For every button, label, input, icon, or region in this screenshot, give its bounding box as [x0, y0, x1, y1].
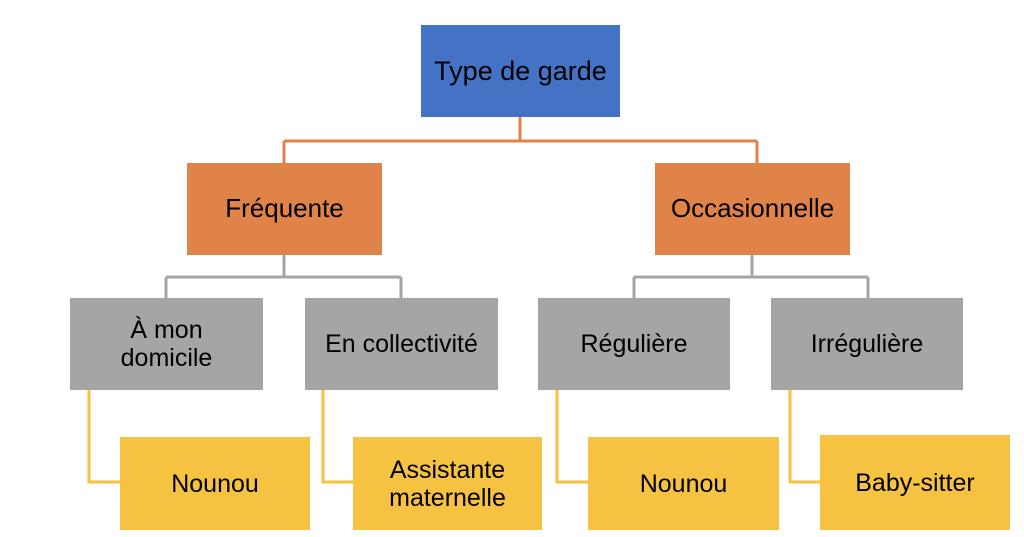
node-label-nounou-frequente: Nounou [171, 469, 259, 498]
connector-irreguliere-to-babysitter [788, 390, 820, 484]
node-baby-sitter[interactable]: Baby-sitter [820, 435, 1010, 530]
node-reguliere[interactable]: Régulière [538, 298, 730, 390]
node-label-en-collectivite: En collectivité [325, 330, 478, 358]
connector-occasionnelle-to-children [632, 255, 870, 298]
connector-reguliere-to-nounou [555, 390, 588, 484]
node-label-nounou-reguliere: Nounou [639, 469, 728, 498]
node-occasionnelle[interactable]: Occasionnelle [655, 163, 850, 255]
node-en-collectivite[interactable]: En collectivité [305, 298, 498, 390]
node-label-a-mon-domicile: À mon domicile [120, 316, 213, 372]
connector-domicile-to-nounou [87, 390, 120, 484]
node-a-mon-domicile[interactable]: À mon domicile [70, 298, 263, 390]
node-label-reguliere: Régulière [580, 330, 688, 358]
node-frequente[interactable]: Fréquente [187, 163, 382, 255]
node-label-baby-sitter: Baby-sitter [855, 468, 975, 497]
node-label-irreguliere: Irrégulière [810, 330, 924, 358]
node-nounou-reguliere[interactable]: Nounou [588, 437, 779, 530]
connector-level-three-to-level-four [87, 390, 820, 484]
node-type-de-garde[interactable]: Type de garde [421, 25, 620, 117]
node-label-frequente: Fréquente [225, 193, 344, 224]
connector-root-to-level-two [282, 117, 759, 163]
node-label-occasionnelle: Occasionnelle [670, 193, 835, 224]
node-irreguliere[interactable]: Irrégulière [771, 298, 963, 390]
connector-collectivite-to-assistante [321, 390, 353, 484]
node-label-type-de-garde: Type de garde [434, 55, 607, 86]
node-assistante-maternelle[interactable]: Assistante maternelle [353, 437, 542, 530]
connector-frequente-to-children [164, 255, 403, 298]
node-label-assistante-maternelle: Assistante maternelle [389, 455, 506, 512]
node-nounou-frequente[interactable]: Nounou [120, 437, 310, 530]
